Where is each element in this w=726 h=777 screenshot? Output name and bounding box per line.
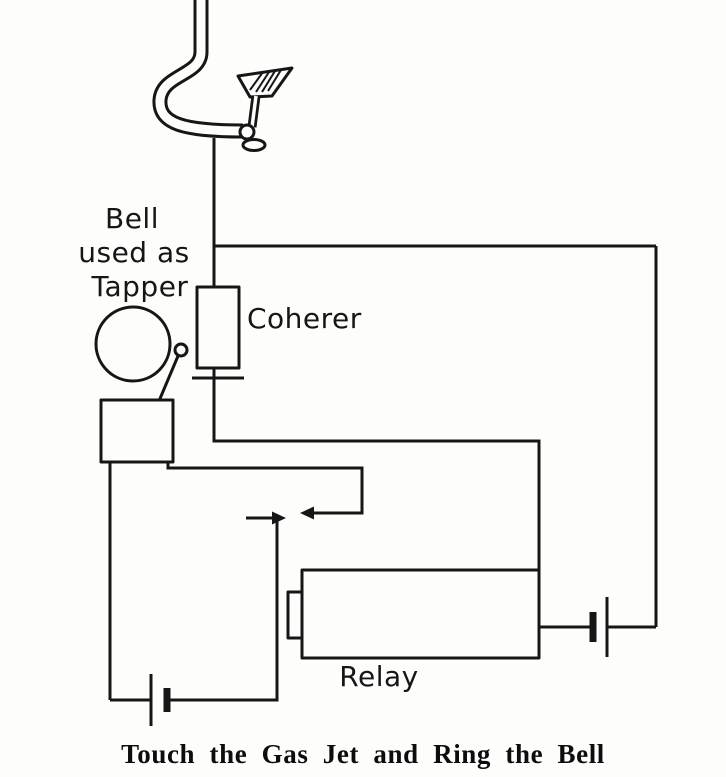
burner-stem-bore: [250, 95, 258, 128]
tapper-contact-wire: [166, 462, 364, 515]
battery-right: [589, 597, 609, 657]
burner-cup: [236, 66, 294, 99]
contact-arrow-left-head: [300, 506, 314, 520]
gas-pipe: [152, 0, 244, 139]
flame-hatch: [249, 69, 282, 93]
battery-left: [149, 674, 171, 726]
coherer-body: [195, 285, 241, 370]
contact-arrow-right-head: [272, 511, 286, 525]
relay-armature: [286, 590, 304, 640]
clapper-arm: [157, 355, 180, 402]
bell-gong: [94, 305, 172, 383]
clapper-ball: [173, 342, 189, 358]
valve-handle: [241, 138, 267, 152]
gas-pipe-bore: [155, 0, 244, 136]
flame-hatch-line: [249, 71, 264, 91]
relay: [286, 568, 541, 660]
flame-hatch-line: [261, 70, 276, 93]
bell-label-line3: Tapper: [91, 270, 189, 303]
battery-left-lead-b: [167, 521, 279, 702]
relay-body: [300, 568, 541, 660]
labels: Bell used as Tapper Coherer Relay: [78, 202, 418, 693]
bell-label-line1: Bell: [105, 202, 159, 235]
bell-label-line2: used as: [78, 236, 189, 269]
bell-tapper: [94, 305, 189, 464]
tapper-magnet-box: [99, 398, 175, 464]
coherer-to-relay-wire: [212, 368, 541, 570]
coherer-label: Coherer: [247, 302, 362, 335]
relay-label: Relay: [339, 660, 418, 693]
gas-jet: [236, 66, 294, 152]
circuit-wiring: [108, 138, 658, 702]
valve-knob: [238, 123, 256, 141]
flame-hatch-line: [255, 71, 270, 93]
flame-hatch-line: [267, 69, 282, 92]
figure-caption: Touch the Gas Jet and Ring the Bell: [121, 739, 605, 769]
